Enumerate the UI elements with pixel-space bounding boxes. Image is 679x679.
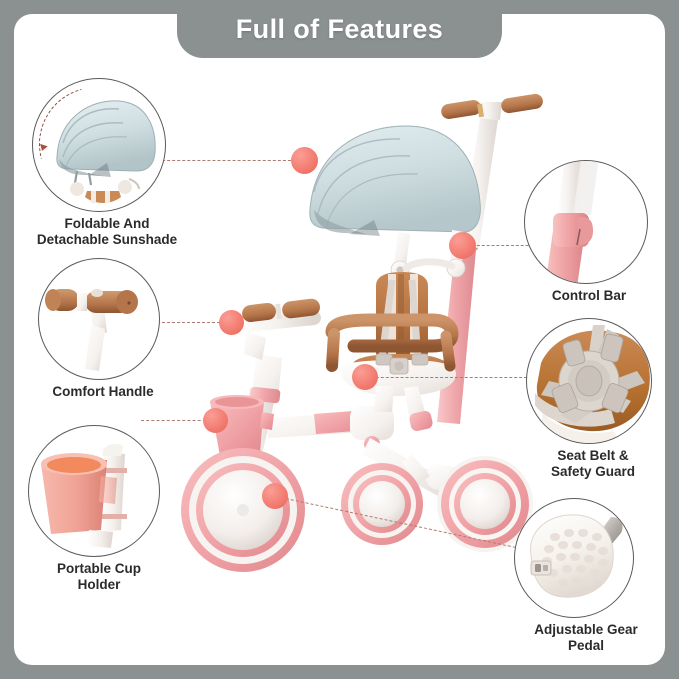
callout-gear-pedal[interactable]: Adjustable Gear Pedal	[514, 498, 658, 653]
connector-sunshade	[147, 160, 301, 161]
canopy-icon	[56, 100, 156, 203]
handlebar-icon	[45, 289, 138, 371]
anchor-dot-seat-belt	[352, 364, 378, 390]
canopy-mounts	[390, 230, 466, 280]
rear-wheel-left	[341, 463, 423, 545]
sunshade-canopy	[309, 125, 481, 236]
connector-handle	[157, 322, 225, 323]
callout-circle-seat-belt	[526, 318, 652, 444]
callout-label-control-bar: Control Bar	[551, 288, 627, 303]
safety-guard-bar	[325, 313, 459, 372]
pedal-icon	[530, 514, 623, 598]
frame	[234, 354, 472, 496]
cup-holder-icon	[41, 443, 127, 548]
telescoping-bar-icon	[545, 161, 599, 283]
handlebar	[229, 298, 321, 360]
callout-label-seat-belt: Seat Belt & Safety Guard	[550, 448, 636, 479]
product-illustration	[181, 93, 543, 572]
anchor-dot-sunshade	[291, 147, 318, 174]
callout-circle-pedal	[514, 498, 634, 618]
callout-label-pedal: Adjustable Gear Pedal	[534, 622, 638, 653]
page-title: Full of Features	[235, 13, 444, 44]
callout-comfort-handle[interactable]: Comfort Handle	[38, 258, 168, 399]
harness-buckle-icon	[535, 325, 650, 443]
callout-seat-belt[interactable]: Seat Belt & Safety Guard	[526, 318, 660, 479]
callout-circle-cup	[28, 425, 160, 557]
anchor-dot-handle	[219, 310, 244, 335]
callout-circle-handle	[38, 258, 160, 380]
callout-circle-sunshade	[32, 78, 166, 212]
callout-label-handle: Comfort Handle	[52, 384, 154, 399]
connector-control-bar	[472, 245, 548, 246]
connector-cup	[141, 420, 211, 421]
title-banner: Full of Features	[177, 0, 502, 58]
anchor-dot-control-bar	[449, 232, 476, 259]
rear-wheel-right	[437, 456, 533, 552]
callout-label-cup: Portable Cup Holder	[56, 561, 141, 592]
anchor-dot-pedal	[262, 483, 288, 509]
callout-circle-control-bar	[524, 160, 648, 284]
anchor-dot-cup	[203, 408, 228, 433]
callout-sunshade[interactable]: Foldable And Detachable Sunshade	[32, 78, 182, 247]
callout-control-bar[interactable]: Control Bar	[524, 160, 654, 305]
front-wheel	[181, 448, 305, 572]
callout-label-sunshade: Foldable And Detachable Sunshade	[36, 216, 178, 247]
connector-seat-belt	[366, 377, 532, 378]
callout-cup-holder[interactable]: Portable Cup Holder	[28, 425, 170, 592]
